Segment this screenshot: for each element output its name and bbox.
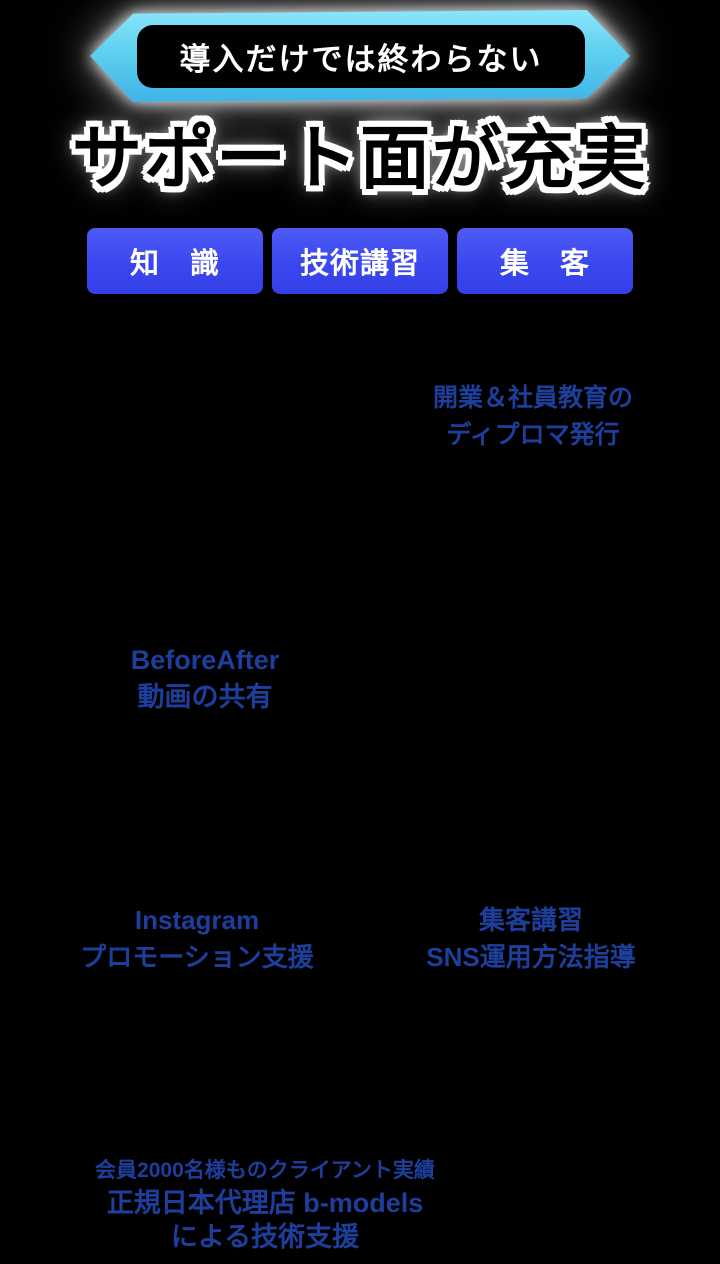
feature-caption-beforeafter: BeforeAfter 動画の共有 <box>50 642 360 716</box>
footer-line1: 会員2000名様ものクライアント実績 <box>95 1159 435 1182</box>
feature-instagram-line2: プロモーション支援 <box>80 942 314 972</box>
footer-line3: による技術支援 <box>170 1222 360 1252</box>
feature-beforeafter-line1: BeforeAfter <box>130 645 280 675</box>
feature-sns-line1: 集客講習 <box>478 905 583 935</box>
feature-caption-diploma: 開業＆社員教育の ディプロマ発行 <box>378 380 688 454</box>
chip-technical-training[interactable]: 技術講習 <box>272 228 448 294</box>
chip-customer-attraction[interactable]: 集 客 <box>457 228 633 294</box>
ribbon-pill: 導入だけでは終わらない <box>137 25 585 88</box>
category-chip-row: 知 識 技術講習 集 客 <box>87 228 633 294</box>
page-title: サポート面が充実 <box>72 121 648 198</box>
feature-caption-instagram: Instagram プロモーション支援 <box>42 902 352 976</box>
feature-instagram-line1: Instagram <box>134 905 260 935</box>
feature-sns-line2: SNS運用方法指導 <box>426 942 636 972</box>
feature-caption-sns: 集客講習 SNS運用方法指導 <box>376 902 686 976</box>
footer-line2: 正規日本代理店 b-models <box>106 1188 424 1218</box>
support-footer: 会員2000名様ものクライアント実績 正規日本代理店 b-models による技… <box>0 1156 530 1254</box>
ribbon-label: 導入だけでは終わらない <box>179 42 543 77</box>
feature-beforeafter-line2: 動画の共有 <box>137 682 273 712</box>
feature-diploma-line1: 開業＆社員教育の <box>432 384 633 412</box>
chip-knowledge[interactable]: 知 識 <box>87 228 263 294</box>
feature-diploma-line2: ディプロマ発行 <box>446 421 620 449</box>
ribbon-badge: 導入だけでは終わらない <box>90 10 630 102</box>
